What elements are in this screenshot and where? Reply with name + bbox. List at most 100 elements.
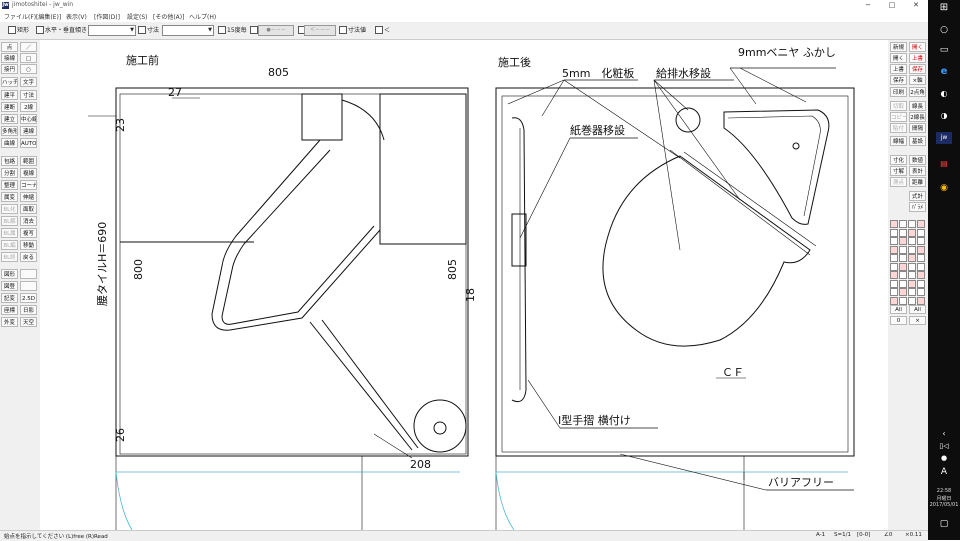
menu-draw[interactable]: [作図(D)] (94, 14, 120, 21)
tool-stretch[interactable]: 伸縮 (20, 192, 37, 202)
tool-line-length[interactable]: 線長 (909, 101, 926, 111)
edge-browser-icon[interactable]: e (940, 66, 948, 77)
tool-2pt-angle[interactable]: 2点角 (909, 87, 926, 97)
tool-distance[interactable]: 距離 (909, 177, 926, 187)
layer-cell[interactable] (890, 245, 898, 254)
maximize-button[interactable]: □ (888, 1, 896, 9)
tool-print[interactable]: 印刷 (890, 87, 907, 97)
tool-elevation[interactable]: 建立 (1, 114, 18, 124)
tool-hatch[interactable]: ハッチ (1, 77, 18, 87)
tool-figure-register[interactable]: 図登 (1, 281, 18, 291)
hv-checkbox[interactable] (36, 26, 44, 34)
status-scale-s[interactable]: S=1/1 (834, 532, 851, 538)
layer-cell[interactable] (917, 288, 925, 296)
tool-symbol-change[interactable]: 記変 (1, 293, 18, 303)
tool-corner[interactable]: コーナー (20, 180, 37, 190)
tool-2-5d[interactable]: 2.5D (20, 293, 37, 303)
rect-checkbox[interactable] (8, 26, 16, 34)
tool-copy-clip[interactable]: コピー (890, 112, 907, 122)
tool-block-end[interactable]: BL終 (1, 252, 18, 262)
layer-cell[interactable] (899, 296, 907, 305)
tool-attr-change[interactable]: 属変 (1, 192, 18, 202)
tool-block-release[interactable]: BL解 (1, 216, 18, 226)
tool-open-r[interactable]: 開く (909, 42, 926, 52)
tool-spacing[interactable]: 間隔 (909, 123, 926, 133)
notification-icon[interactable]: ▢ (939, 519, 949, 529)
tool-line[interactable]: ／ (20, 42, 37, 52)
layer-cell[interactable] (899, 254, 907, 262)
tool-polygon[interactable]: 多角形 (1, 126, 18, 136)
layer-cell[interactable] (899, 245, 907, 254)
menu-view[interactable]: 表示(V) (66, 14, 87, 21)
layer-cell[interactable] (890, 237, 898, 245)
tool-coordinates[interactable]: 座標 (1, 305, 18, 315)
menu-edit[interactable]: [編集(E)] (36, 14, 62, 21)
layer-cell[interactable] (890, 220, 898, 228)
volume-icon[interactable]: ● (940, 454, 948, 462)
search-icon[interactable]: ○ (940, 25, 948, 35)
tool-text[interactable]: 文字 (20, 77, 37, 87)
layer-cell[interactable] (890, 296, 898, 305)
layer-cell[interactable] (899, 288, 907, 296)
layer-cell[interactable] (917, 220, 925, 228)
windows-start-icon[interactable]: ⊞ (939, 2, 949, 13)
tool-rect[interactable]: □ (20, 53, 37, 63)
layer-cell[interactable] (890, 228, 898, 237)
less-checkbox[interactable] (375, 26, 383, 34)
tool-dimension[interactable]: 寸法 (20, 90, 37, 100)
status-range[interactable]: [0-0] (857, 532, 871, 538)
tool-paste[interactable]: 貼付 (890, 123, 907, 133)
minimize-button[interactable]: − (865, 1, 871, 9)
menu-settings[interactable]: 設定(S) (127, 14, 148, 21)
app-icon-3[interactable]: ▤ (940, 159, 948, 168)
layer-cell[interactable] (890, 279, 898, 288)
layer-cell[interactable] (899, 237, 907, 245)
layer-cell[interactable] (899, 279, 907, 288)
tool-undo[interactable]: 戻る (20, 252, 37, 262)
layer-cell[interactable] (908, 296, 916, 305)
arrow-mode-button[interactable]: ＜－－－ (304, 25, 336, 36)
tool-curve[interactable]: 曲線 (1, 138, 18, 148)
layer-cell[interactable] (890, 262, 898, 271)
layer-cell[interactable] (917, 279, 925, 288)
network-icon[interactable]: ▯◁ (939, 442, 949, 450)
tool-overwrite[interactable]: 上書 (890, 64, 907, 74)
clock-time[interactable]: 22:58 (936, 488, 952, 494)
tool-base-setting[interactable]: 基設 (909, 136, 926, 146)
tool-block-attr[interactable]: BL属 (1, 228, 18, 238)
dim-checkbox[interactable] (138, 26, 146, 34)
layer-x[interactable]: × (909, 316, 926, 325)
layer-zero[interactable]: 0 (890, 316, 907, 325)
tool-range[interactable]: 範囲 (20, 156, 37, 166)
ime-indicator[interactable]: A (940, 467, 948, 477)
deg15-checkbox[interactable] (218, 26, 226, 34)
tool-chamfer[interactable]: 面取 (20, 204, 37, 214)
tool-auto[interactable]: AUTO (20, 138, 37, 148)
app-icon-2[interactable]: ◑ (940, 111, 948, 120)
status-zoom[interactable]: ×0.11 (905, 532, 922, 538)
tool-formula[interactable]: 式計 (909, 191, 926, 201)
layer-cell[interactable] (890, 288, 898, 296)
tool-continuous-line[interactable]: 連線 (20, 126, 37, 136)
tool-cut[interactable]: 切取 (890, 101, 907, 111)
status-scale-a[interactable]: A-1 (816, 532, 826, 538)
layer-cell[interactable] (908, 288, 916, 296)
tool-numeric[interactable]: 数値 (909, 155, 926, 165)
point-mode-button[interactable]: ●－－－ (258, 25, 294, 36)
tool-envelope[interactable]: 包絡 (1, 156, 18, 166)
tool-copy[interactable]: 複写 (20, 228, 37, 238)
layer-cell[interactable] (917, 245, 925, 254)
chevron-up-icon[interactable]: ‹ (942, 429, 946, 438)
menu-help[interactable]: ヘルプ(H) (189, 14, 217, 21)
layer-cell[interactable] (890, 271, 898, 279)
jw-cad-taskbar-icon[interactable]: jw (936, 132, 952, 144)
tool-2line-length[interactable]: 2線長 (909, 112, 926, 122)
layer-cell[interactable] (908, 271, 916, 279)
tool-external[interactable]: 外変 (1, 317, 18, 327)
chrome-icon[interactable]: ◉ (940, 183, 948, 193)
tool-new[interactable]: 新規 (890, 42, 907, 52)
tool-move[interactable]: 移動 (20, 240, 37, 250)
layer-cell[interactable] (917, 228, 925, 237)
tool-point[interactable]: 点 (1, 42, 18, 52)
tool-shadow[interactable]: 日影 (20, 305, 37, 315)
